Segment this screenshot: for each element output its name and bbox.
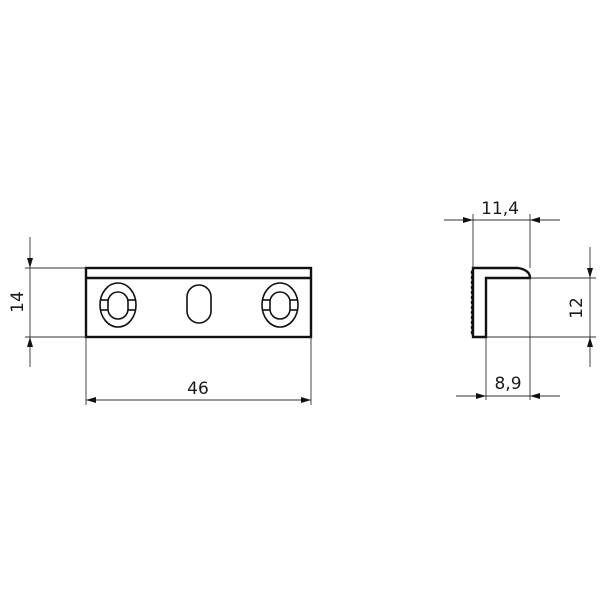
dimension-8-9: 8,9 <box>456 278 560 400</box>
dim-label-46: 46 <box>187 379 209 399</box>
dim-label-8-9: 8,9 <box>494 374 521 394</box>
serrated-edge <box>470 269 475 336</box>
dimension-width-46: 46 <box>85 337 312 405</box>
dim-label-12: 12 <box>567 297 587 319</box>
dim-label-11-4: 11,4 <box>481 199 519 219</box>
countersunk-slot-left <box>99 282 137 328</box>
profile-outline <box>471 266 532 339</box>
dim-label-14: 14 <box>8 291 28 313</box>
dimension-11-4: 11,4 <box>444 199 560 268</box>
dimension-12: 12 <box>486 247 596 367</box>
plain-slot-center <box>186 284 212 324</box>
front-view: 14 46 <box>8 237 313 405</box>
plate-outline <box>84 266 313 339</box>
side-view: 11,4 12 8,9 <box>444 199 596 400</box>
countersunk-slot-right <box>261 282 299 328</box>
dimension-height-14: 14 <box>8 237 86 367</box>
